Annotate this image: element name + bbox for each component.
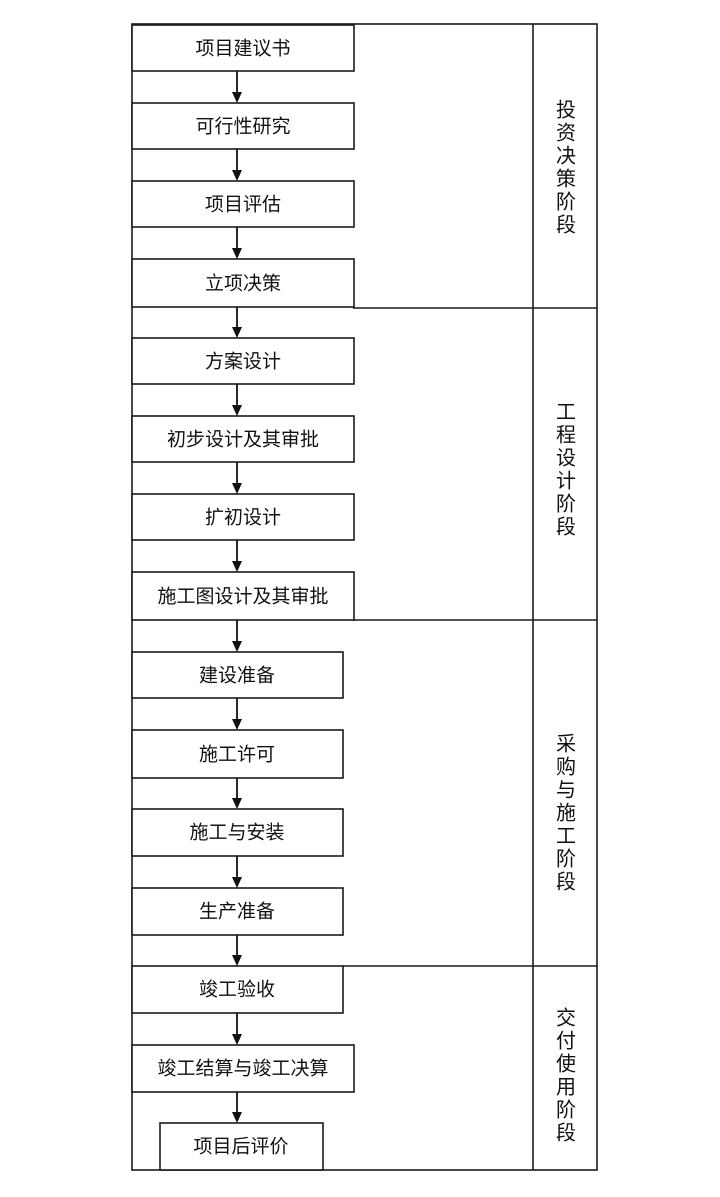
step-label: 施工图设计及其审批	[157, 586, 328, 608]
step-box	[131, 415, 355, 463]
flow-arrow-head	[232, 955, 242, 966]
phase-char: 段	[556, 1121, 576, 1145]
phase-label-design: 工 程 设 计 阶 段	[556, 400, 576, 539]
phase-char: 施	[556, 801, 576, 825]
step-label: 初步设计及其审批	[167, 429, 319, 451]
phase-char: 段	[556, 213, 576, 237]
step-label: 项目建议书	[195, 38, 290, 60]
flow-arrow-head	[232, 719, 242, 730]
step-box	[131, 337, 355, 385]
step-node-12: 生产准备	[131, 887, 344, 936]
step-box	[131, 102, 355, 150]
phase-char: 付	[556, 1029, 576, 1053]
flow-arrow-head	[232, 483, 242, 494]
step-box	[131, 887, 344, 936]
step-label: 立项决策	[205, 273, 281, 295]
phase-label-procurement: 采 购 与 施 工 阶 段	[556, 732, 576, 894]
flow-arrow-head	[232, 170, 242, 181]
step-box	[131, 965, 344, 1014]
step-box	[131, 729, 344, 779]
step-node-1: 项目建议书	[131, 24, 355, 72]
phase-char: 阶	[556, 190, 576, 214]
flow-arrow-head	[232, 1112, 242, 1123]
step-box	[131, 571, 355, 621]
step-box	[131, 24, 355, 72]
step-node-15: 项目后评价	[159, 1122, 324, 1171]
phase-char: 投	[556, 98, 576, 122]
phase-char: 与	[556, 778, 576, 802]
step-node-5: 方案设计	[131, 337, 355, 385]
flow-arrow-head	[232, 877, 242, 888]
step-node-8: 施工图设计及其审批	[131, 571, 355, 621]
phase-char: 使	[556, 1052, 576, 1076]
flow-arrow-head	[232, 248, 242, 259]
step-box	[131, 808, 344, 857]
step-label: 竣工结算与竣工决算	[157, 1058, 328, 1080]
step-label: 项目后评价	[193, 1136, 288, 1158]
step-label: 建设准备	[199, 665, 275, 687]
phase-char: 设	[556, 446, 576, 470]
step-label: 方案设计	[205, 351, 281, 373]
phase-char: 工	[556, 400, 576, 424]
step-label: 竣工验收	[199, 979, 275, 1001]
phase-char: 用	[556, 1075, 576, 1099]
step-node-4: 立项决策	[131, 258, 355, 308]
flow-arrow-head	[232, 405, 242, 416]
flow-arrow-head	[232, 798, 242, 809]
step-box	[159, 1122, 324, 1171]
phase-label-investment: 投 资 决 策 阶 段	[556, 98, 576, 237]
step-node-10: 施工许可	[131, 729, 344, 779]
phase-char: 阶	[556, 1098, 576, 1122]
step-box	[131, 493, 355, 541]
phase-label-delivery: 交 付 使 用 阶 段	[556, 1006, 576, 1145]
step-node-7: 扩初设计	[131, 493, 355, 541]
phase-char: 阶	[556, 847, 576, 871]
phase-char: 购	[556, 755, 576, 779]
step-node-3: 项目评估	[131, 180, 355, 228]
phase-char: 资	[556, 121, 576, 145]
step-box	[131, 258, 355, 308]
phase-char: 交	[556, 1006, 576, 1030]
step-node-2: 可行性研究	[131, 102, 355, 150]
step-node-9: 建设准备	[131, 651, 344, 699]
phase-char: 程	[556, 423, 576, 447]
step-label: 可行性研究	[195, 116, 290, 138]
phase-char: 工	[556, 824, 576, 848]
step-box	[131, 180, 355, 228]
phase-char: 采	[556, 732, 576, 756]
flow-arrow-head	[232, 92, 242, 103]
step-label: 生产准备	[199, 901, 275, 923]
step-node-14: 竣工结算与竣工决算	[131, 1044, 355, 1093]
phase-char: 计	[556, 469, 576, 493]
step-label: 施工许可	[199, 744, 275, 766]
flow-arrow-head	[232, 1034, 242, 1045]
flow-arrow-head	[232, 327, 242, 338]
flow-arrows	[232, 71, 242, 1123]
phase-char: 策	[556, 167, 576, 191]
step-box	[131, 1044, 355, 1093]
phase-char: 决	[556, 144, 576, 168]
step-node-11: 施工与安装	[131, 808, 344, 857]
flow-arrow-head	[232, 561, 242, 572]
step-label: 施工与安装	[189, 822, 284, 844]
phase-char: 段	[556, 870, 576, 894]
step-label: 扩初设计	[205, 507, 281, 529]
phase-char: 阶	[556, 492, 576, 516]
step-box	[131, 651, 344, 699]
step-label: 项目评估	[205, 194, 281, 216]
flow-arrow-head	[232, 641, 242, 652]
phase-char: 段	[556, 515, 576, 539]
step-node-13: 竣工验收	[131, 965, 344, 1014]
step-node-6: 初步设计及其审批	[131, 415, 355, 463]
